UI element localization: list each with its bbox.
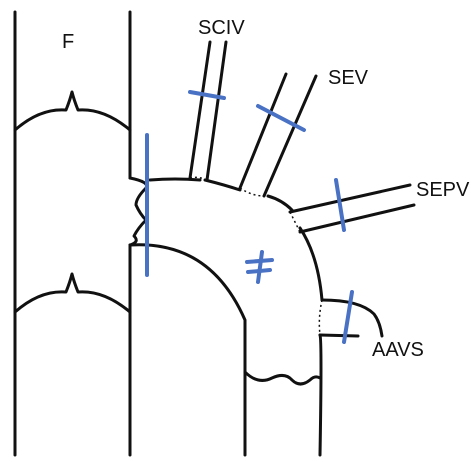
aavs-wall-upper <box>322 300 382 336</box>
stump-mark-horizontal-1 <box>247 260 272 262</box>
sev-wall-left <box>240 74 286 188</box>
sepv-wall-upper <box>290 185 410 212</box>
label-sev: SEV <box>328 67 369 89</box>
sciv-wall-left <box>190 42 210 178</box>
saphenous-bulb-outer-curve-4 <box>300 228 322 300</box>
saphenous-junction-orifice <box>130 178 147 245</box>
saphenous-bulb-outer-curve-3 <box>268 196 292 210</box>
saphenous-bulb-outer-curve <box>150 179 200 180</box>
sepv-junction-dotted <box>290 212 300 232</box>
sev-wall-right <box>264 76 316 196</box>
saphenous-bulb-outer-curve-5 <box>320 335 321 455</box>
aavs-wall-lower <box>320 335 358 336</box>
label-aavs: AAVS <box>372 339 424 361</box>
aavs-junction-dotted <box>319 300 322 335</box>
femoral-valve-upper <box>15 92 130 130</box>
sev-junction-dotted <box>240 188 264 196</box>
saphenous-bulb-outer-curve-2 <box>205 180 240 190</box>
sepv-wall-lower <box>300 205 414 232</box>
femoral-valve-lower <box>15 274 130 312</box>
label-sepv: SEPV <box>416 179 470 201</box>
sciv-wall-right <box>207 42 226 180</box>
stump-mark-horizontal-2 <box>248 270 270 272</box>
label-femoral: F <box>62 31 74 53</box>
saphenous-terminal-valve <box>245 372 320 384</box>
stump-mark-vertical <box>258 252 262 282</box>
label-sciv: SCIV <box>198 17 245 39</box>
